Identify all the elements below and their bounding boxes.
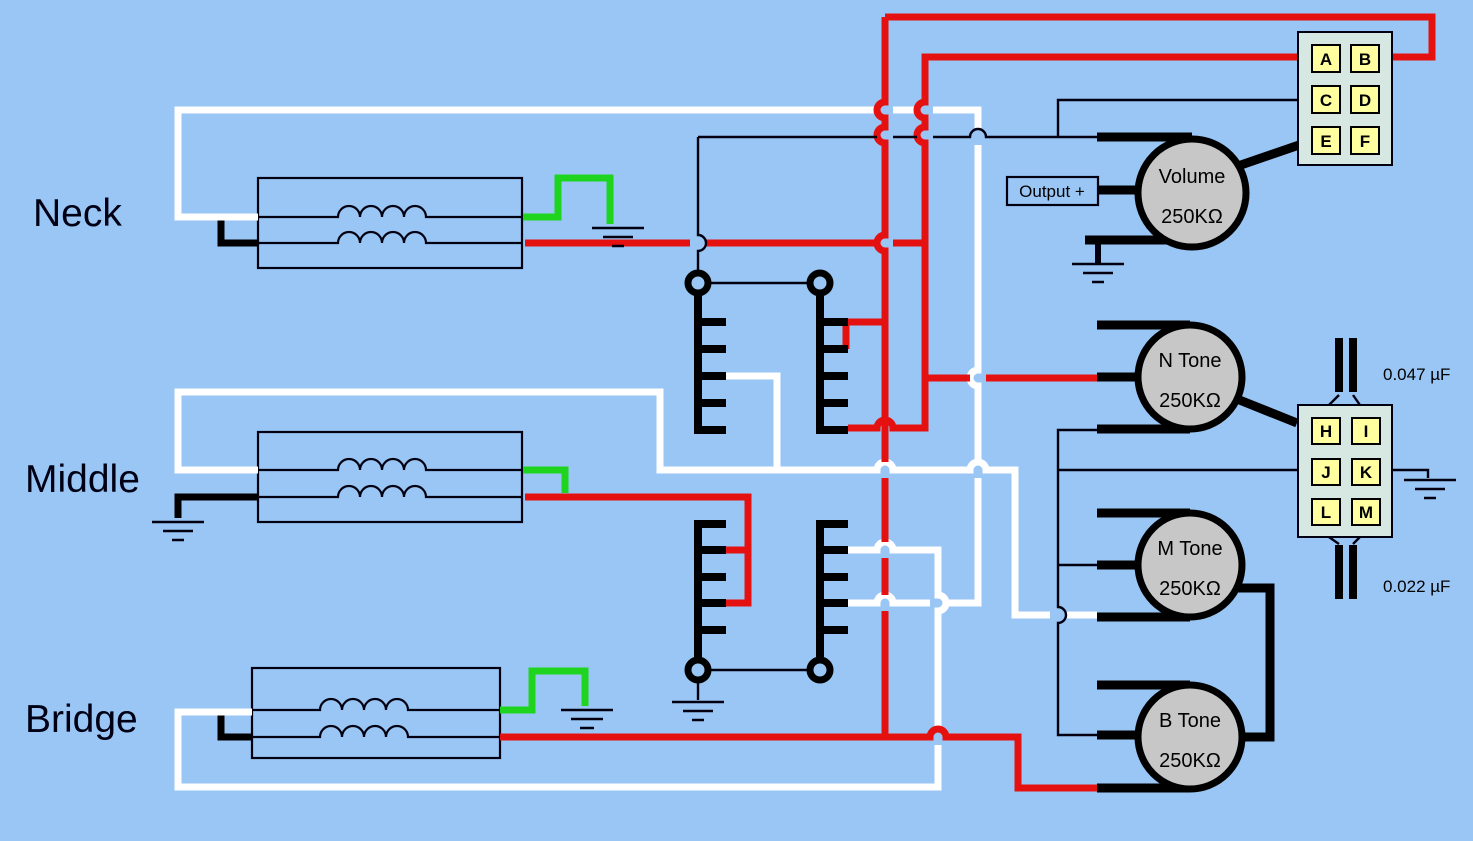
neck-pickup-box <box>256 176 524 270</box>
neck-white-wire <box>174 106 982 607</box>
bridge-pickup-coils <box>252 697 500 739</box>
pickup-labels: Neck Middle Bridge <box>25 192 140 741</box>
volume-ground-symbol <box>1072 262 1124 284</box>
cell-K-label: K <box>1360 463 1373 482</box>
b-tone-pot-value: 250KΩ <box>1159 750 1221 772</box>
connector-letters: A B C D E F H I J K L M <box>1320 50 1373 522</box>
bridge-green-wire <box>500 667 589 714</box>
output-box <box>1005 175 1100 207</box>
m-to-b-link <box>1238 583 1275 742</box>
cell-A <box>1311 44 1341 73</box>
m-tone-pot <box>1134 509 1246 621</box>
cell-J-label: J <box>1321 463 1330 482</box>
middle-label: Middle <box>25 458 140 501</box>
b-tone-pot-name: B Tone <box>1159 710 1221 732</box>
upper-switch-pole-left-icon <box>684 269 712 297</box>
red-wires <box>500 13 1436 792</box>
middle-white-wire <box>174 388 1097 619</box>
cell-E <box>1311 126 1341 155</box>
upper-switch-left-comb <box>694 296 726 434</box>
middle-pickup-coils <box>258 457 522 499</box>
lower-switch-pole-right-icon <box>806 656 834 684</box>
cell-C <box>1311 85 1341 114</box>
n-tone-pot-value: 250KΩ <box>1159 390 1221 412</box>
bridge-red-wire <box>500 725 1097 792</box>
cell-I-label: I <box>1364 422 1369 441</box>
cell-B-label: B <box>1359 50 1371 69</box>
capacitors <box>1335 338 1357 599</box>
upper-switch-pole-right-icon <box>806 269 834 297</box>
n-tone-pot <box>1134 321 1246 433</box>
neck-black-lead <box>217 219 258 247</box>
selector-switches <box>684 269 848 684</box>
cell-H <box>1311 417 1341 445</box>
cell-L <box>1311 498 1341 526</box>
cap-022-icon <box>1335 545 1357 599</box>
cell-A-label: A <box>1320 50 1332 69</box>
volume-pot-name: Volume <box>1159 166 1226 188</box>
bridge-label: Bridge <box>25 698 138 741</box>
middle-black-lead <box>174 493 258 518</box>
cell-M-label: M <box>1359 503 1373 522</box>
neck-label: Neck <box>33 192 122 235</box>
black-pickup-leads <box>174 219 258 741</box>
red-trunk-wire <box>873 17 889 737</box>
lower-switch-left-comb <box>694 520 726 657</box>
neck-ground-symbol <box>592 226 644 248</box>
cell-H-label: H <box>1320 422 1332 441</box>
m-tone-pot-value: 250KΩ <box>1159 578 1221 600</box>
pot-labels: Volume 250KΩ N Tone 250KΩ M Tone 250KΩ B… <box>1157 166 1225 772</box>
cell-D <box>1350 85 1380 114</box>
upper-pole-feed-line <box>696 137 708 270</box>
cell-K <box>1351 458 1381 486</box>
jk-row-line <box>1058 468 1430 478</box>
cell-E-label: E <box>1320 132 1331 151</box>
cap-022-label: 0.022 µF <box>1383 577 1450 596</box>
volume-pot <box>1134 135 1250 251</box>
upper-switch-right-comb <box>816 296 848 434</box>
cap-047-icon <box>1335 338 1357 392</box>
volume-to-connector-line <box>698 98 1366 139</box>
bridge-ground-symbol <box>561 708 613 730</box>
cell-I <box>1351 417 1381 445</box>
n-tone-lugs <box>1097 320 1299 434</box>
cell-B <box>1350 44 1380 73</box>
lower-poles-link <box>696 668 807 700</box>
connector-cells <box>1311 44 1381 526</box>
connector-ground-symbol <box>1404 478 1456 500</box>
switch-ground-symbol <box>672 700 724 722</box>
bridge-white-wire <box>174 538 950 791</box>
white-wires <box>174 106 1097 791</box>
middle-red-wire <box>525 493 752 607</box>
lower-switch-pole-left-icon <box>684 656 712 684</box>
cell-F-label: F <box>1360 132 1370 151</box>
cap-047-label: 0.047 µF <box>1383 365 1450 384</box>
capacitor-labels: 0.047 µF 0.022 µF <box>1383 365 1450 596</box>
b-tone-pot <box>1134 681 1246 793</box>
cell-C-label: C <box>1320 91 1332 110</box>
green-wires <box>500 174 614 714</box>
cell-M <box>1351 498 1381 526</box>
neck-pickup-coils <box>258 204 522 245</box>
middle-green-wire <box>523 466 569 493</box>
cell-J <box>1311 458 1341 486</box>
lower-switch-right-comb <box>816 520 848 657</box>
m-tone-pot-name: M Tone <box>1157 538 1222 560</box>
cell-L-label: L <box>1321 503 1331 522</box>
bridge-black-lead <box>217 713 252 741</box>
pots <box>1134 135 1250 793</box>
middle-pickup-box <box>256 430 524 524</box>
cell-D-label: D <box>1359 91 1371 110</box>
cell-F <box>1350 126 1380 155</box>
volume-pot-value: 250KΩ <box>1161 206 1223 228</box>
middle-ground-symbol <box>152 520 204 542</box>
ground-symbols <box>152 226 1456 730</box>
volume-lugs <box>1085 132 1304 245</box>
tone-bus-line <box>1056 428 1097 737</box>
output-label: Output + <box>1019 182 1085 201</box>
neck-green-wire <box>523 174 614 224</box>
n-tone-pot-name: N Tone <box>1158 350 1221 372</box>
upper-switch-white-branch <box>725 372 781 470</box>
output-terminal: Output + <box>1005 175 1100 207</box>
